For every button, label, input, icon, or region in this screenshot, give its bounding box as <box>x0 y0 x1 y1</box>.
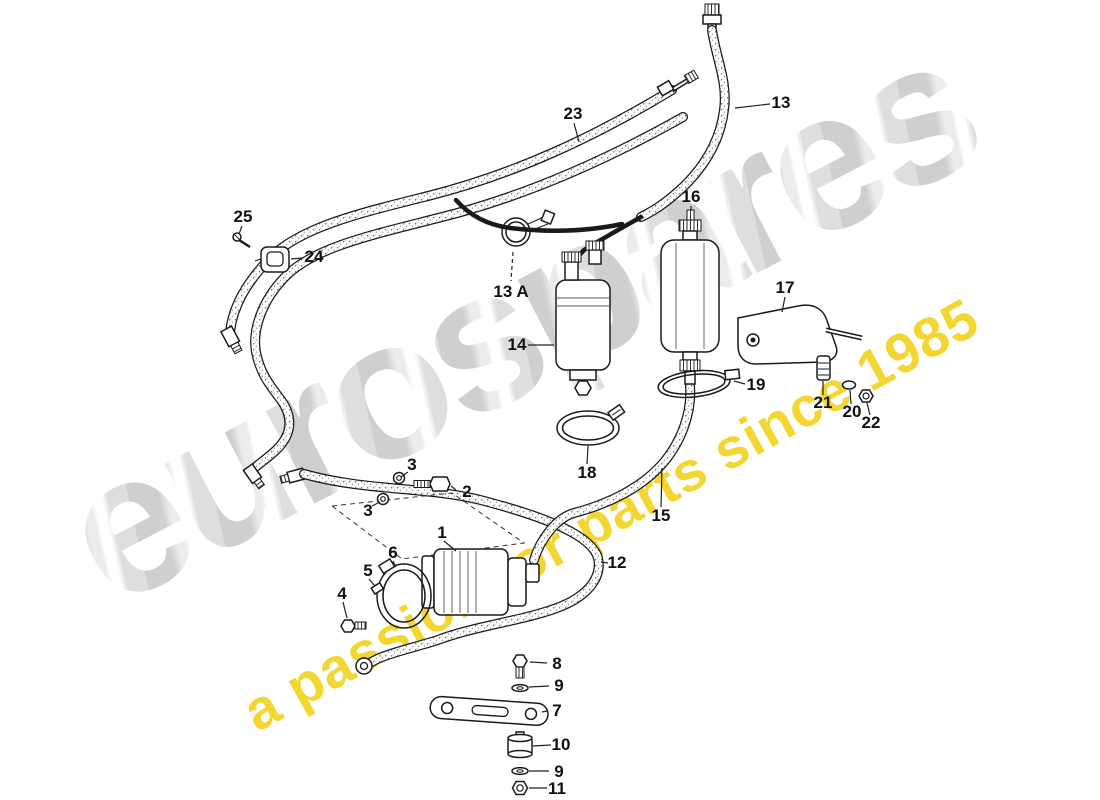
spacer-stud-21 <box>816 355 831 381</box>
fuel-pump <box>421 548 540 616</box>
metal-fuel-line <box>453 197 644 265</box>
hose-end-fitting <box>219 325 243 355</box>
fuel-hose-return <box>242 112 688 490</box>
part-label-25[interactable]: 25 <box>233 207 253 226</box>
screw-25 <box>232 232 251 249</box>
part-label-16[interactable]: 16 <box>681 187 701 206</box>
part-label-3b[interactable]: 3 <box>363 501 373 520</box>
banjo-bolt-4 <box>340 619 373 675</box>
nut-11 <box>511 780 529 796</box>
support-bracket-7 <box>429 695 549 727</box>
clamp-band-6 <box>376 557 432 629</box>
part-label-2[interactable]: 2 <box>462 482 472 501</box>
clamp-band-19 <box>657 368 741 399</box>
part-label-18[interactable]: 18 <box>577 463 597 482</box>
nut-22 <box>858 389 874 403</box>
hose-end-fitting <box>242 462 266 490</box>
part-label-13[interactable]: 13 <box>771 93 791 112</box>
part-label-20[interactable]: 20 <box>842 402 862 421</box>
part-label-9b[interactable]: 9 <box>554 762 564 781</box>
retaining-clip-24 <box>254 246 290 273</box>
part-label-15[interactable]: 15 <box>651 506 671 525</box>
part-label-5[interactable]: 5 <box>363 561 373 580</box>
part-label-7[interactable]: 7 <box>552 701 562 720</box>
bolt-2 <box>413 476 451 492</box>
fuel-damper <box>555 240 611 396</box>
fuel-hose-15 <box>529 381 696 565</box>
part-label-22[interactable]: 22 <box>861 413 881 432</box>
fuel-filter <box>660 209 720 385</box>
part-label-24[interactable]: 24 <box>304 247 324 266</box>
group-outline <box>330 492 526 560</box>
part-label-13a[interactable]: 13 A <box>493 282 529 301</box>
clamp-band-18 <box>556 403 626 446</box>
part-label-8[interactable]: 8 <box>552 654 562 673</box>
seal-ring-3b <box>376 492 390 506</box>
part-label-17[interactable]: 17 <box>775 278 795 297</box>
leader-lines <box>238 103 871 789</box>
part-label-9a[interactable]: 9 <box>554 676 564 695</box>
washer-9a <box>511 683 529 693</box>
fuel-hose-12 <box>279 467 604 673</box>
part-label-12[interactable]: 12 <box>607 553 627 572</box>
washer-9b <box>511 766 529 776</box>
seal-ring-3a <box>392 471 406 485</box>
part-label-10[interactable]: 10 <box>551 735 571 754</box>
part-label-23[interactable]: 23 <box>563 104 583 123</box>
threaded-fitting <box>704 3 720 16</box>
part-label-11[interactable]: 11 <box>548 779 566 798</box>
fuel-hose-13 <box>636 3 730 222</box>
part-label-6[interactable]: 6 <box>388 543 398 562</box>
part-label-21[interactable]: 21 <box>813 393 833 412</box>
mounting-bracket <box>737 304 863 365</box>
washer-20 <box>841 380 857 390</box>
hose-clamp-13a <box>501 209 556 247</box>
part-label-14[interactable]: 14 <box>507 335 527 354</box>
clamp-screw-5 <box>370 581 385 596</box>
bolt-8 <box>512 654 528 679</box>
pump-mount-hardware <box>429 654 549 796</box>
part-label-3a[interactable]: 3 <box>407 455 417 474</box>
part-label-1[interactable]: 1 <box>437 523 447 542</box>
rubber-mount-10 <box>507 731 533 759</box>
part-label-4[interactable]: 4 <box>337 584 347 603</box>
part-label-19[interactable]: 19 <box>746 375 766 394</box>
